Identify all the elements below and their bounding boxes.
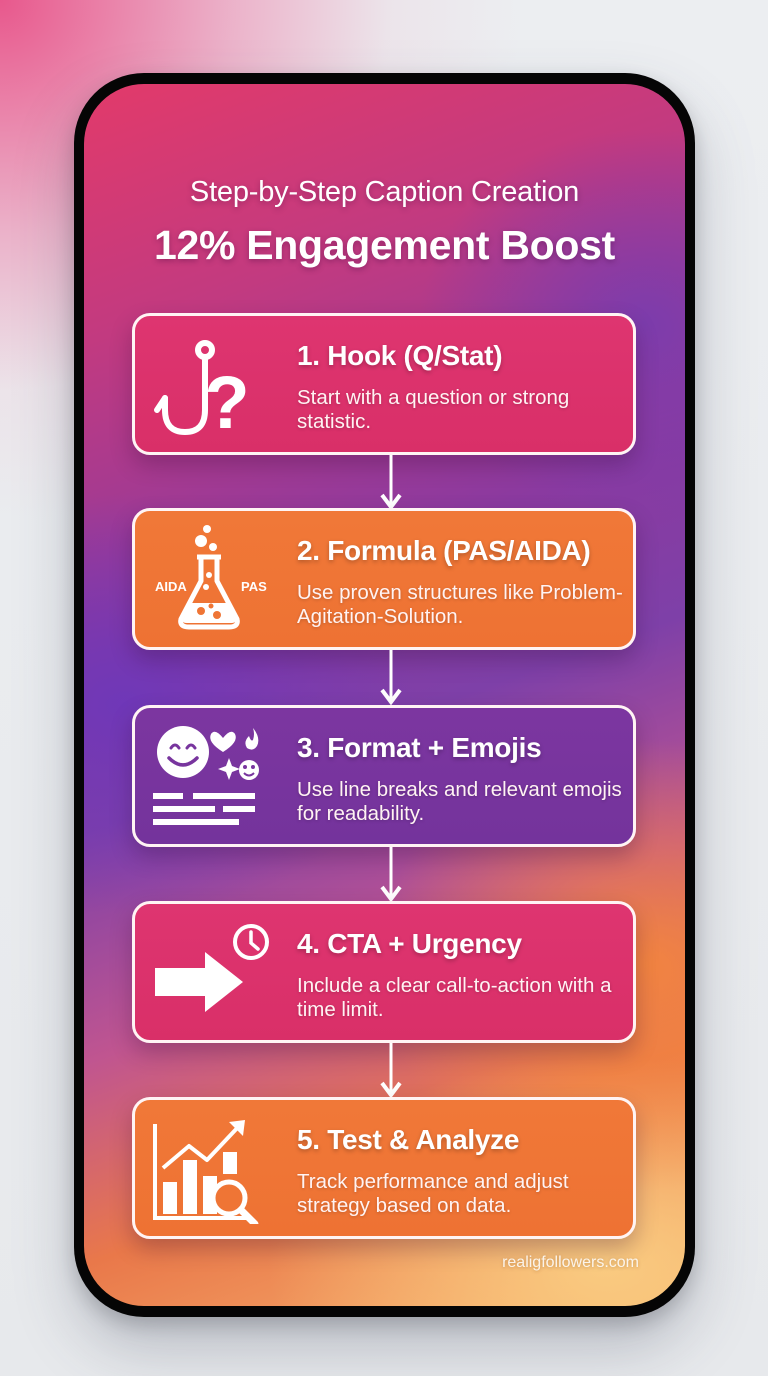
arrow-down-icon — [380, 1043, 402, 1099]
phone-frame: Step-by-Step Caption Creation 12% Engage… — [74, 73, 695, 1317]
watermark: realigfollowers.com — [502, 1254, 639, 1271]
step-card-formula: AIDA PAS 2. Formula (PAS/AIDA) Use prove… — [132, 508, 636, 650]
step-card-format: 3. Format + Emojis Use line breaks and r… — [132, 705, 636, 847]
arrow-down-icon — [380, 650, 402, 706]
step-description: Use proven structures like Problem-Agita… — [297, 581, 623, 628]
flask-icon: AIDA PAS — [155, 525, 267, 630]
header-subtitle: Step-by-Step Caption Creation — [189, 176, 580, 208]
step-title: 1. Hook (Q/Stat) — [297, 340, 503, 371]
arrow-clock-icon — [155, 924, 269, 1012]
step-title: 4. CTA + Urgency — [297, 928, 522, 959]
step-card-hook: ? 1. Hook (Q/Stat) Start with a question… — [132, 313, 636, 455]
step-title: 5. Test & Analyze — [297, 1124, 520, 1155]
chart-magnifier-icon — [153, 1120, 259, 1224]
step-description: Track performance and adjust strategy ba… — [297, 1170, 569, 1217]
arrow-down-icon — [380, 847, 402, 903]
emoji-lines-icon — [153, 726, 259, 825]
step-card-cta: 4. CTA + Urgency Include a clear call-to… — [132, 901, 636, 1043]
icon-label-aida: AIDA — [155, 579, 187, 594]
svg-text:?: ? — [204, 361, 249, 440]
header-title: 12% Engagement Boost — [153, 222, 616, 268]
step-card-test: 5. Test & Analyze Track performance and … — [132, 1097, 636, 1239]
phone-screen: Step-by-Step Caption Creation 12% Engage… — [84, 84, 685, 1306]
step-title: 2. Formula (PAS/AIDA) — [297, 535, 591, 566]
step-title: 3. Format + Emojis — [297, 732, 542, 763]
step-description: Use line breaks and relevant emojis for … — [297, 778, 622, 825]
fishhook-question-icon: ? — [154, 340, 250, 440]
icon-label-pas: PAS — [241, 579, 267, 594]
arrow-down-icon — [380, 455, 402, 511]
step-description: Include a clear call-to-action with a ti… — [297, 974, 612, 1021]
step-description: Start with a question or strong statisti… — [297, 386, 570, 433]
